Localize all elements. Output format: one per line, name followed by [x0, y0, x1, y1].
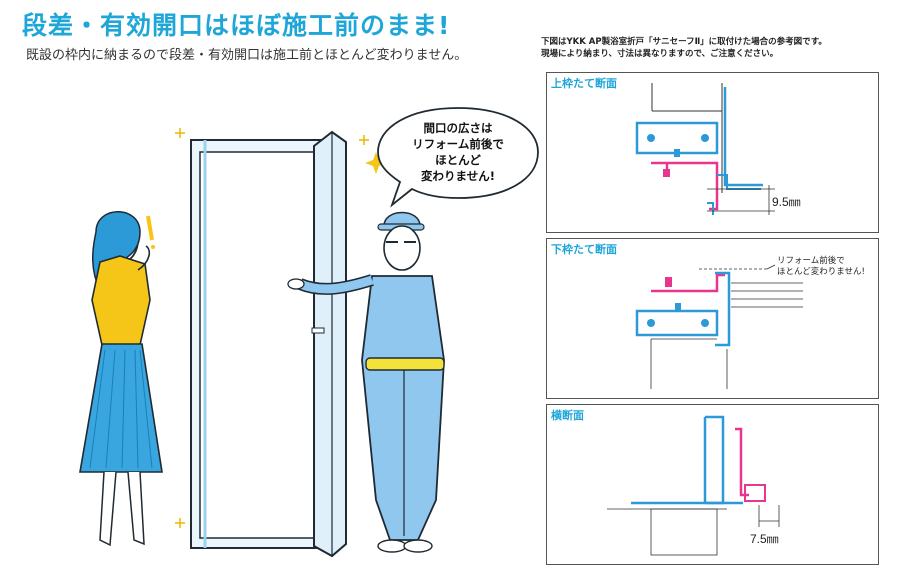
- bottom-frame-callout: リフォーム前後で ほとんど変わりません!: [777, 256, 865, 278]
- top-frame-section-panel: 上枠たて断面 9.5㎜: [546, 72, 879, 233]
- bottom-frame-section-panel: 下枠たて断面 リフォーム前後で ほとんど変わりません!: [546, 238, 879, 399]
- page-title: 段差・有効開口はほぼ施工前のまま!: [22, 11, 451, 40]
- horizontal-section-dimension: 7.5㎜: [750, 532, 779, 546]
- bottom-callout-line1: リフォーム前後で: [777, 256, 845, 266]
- horizontal-section-drawing: [607, 415, 780, 556]
- worker-figure: [287, 211, 445, 553]
- panel-label-side: 横断面: [551, 409, 584, 422]
- door-illustration: [79, 107, 539, 558]
- bottom-callout-line2: ほとんど変わりません!: [777, 267, 865, 277]
- bubble-line3: ほとんど: [435, 153, 481, 167]
- reference-note-line1: 下図はYKK AP製浴室折戸「サニセーフⅡ」に取付けた場合の参考図です。: [541, 37, 827, 47]
- panel-label-bottom: 下枠たて断面: [551, 243, 617, 256]
- top-frame-dimension: 9.5㎜: [772, 195, 801, 209]
- reference-note-line2: 現場により納まり、寸法は異なりますので、ご注意ください。: [541, 49, 779, 59]
- top-frame-section-drawing: [635, 83, 775, 215]
- star-icon: [365, 152, 387, 174]
- bubble-line4: 変わりません!: [421, 169, 495, 183]
- horizontal-section-panel: 横断面 7.5㎜: [546, 404, 879, 565]
- panel-label-top: 上枠たて断面: [551, 77, 617, 90]
- bubble-line1: 間口の広さは: [423, 121, 493, 135]
- bubble-line2: リフォーム前後で: [412, 137, 504, 151]
- page-subtitle: 既設の枠内に納まるので段差・有効開口は施工前とほとんど変わりません。: [26, 48, 468, 63]
- speech-bubble: [377, 107, 539, 208]
- speech-bubble-text: 間口の広さは リフォーム前後で ほとんど 変わりません!: [388, 120, 528, 184]
- woman-figure: [79, 211, 163, 547]
- bottom-frame-section-drawing: [635, 264, 803, 389]
- reference-note: 下図はYKK AP製浴室折戸「サニセーフⅡ」に取付けた場合の参考図です。 現場に…: [541, 36, 827, 60]
